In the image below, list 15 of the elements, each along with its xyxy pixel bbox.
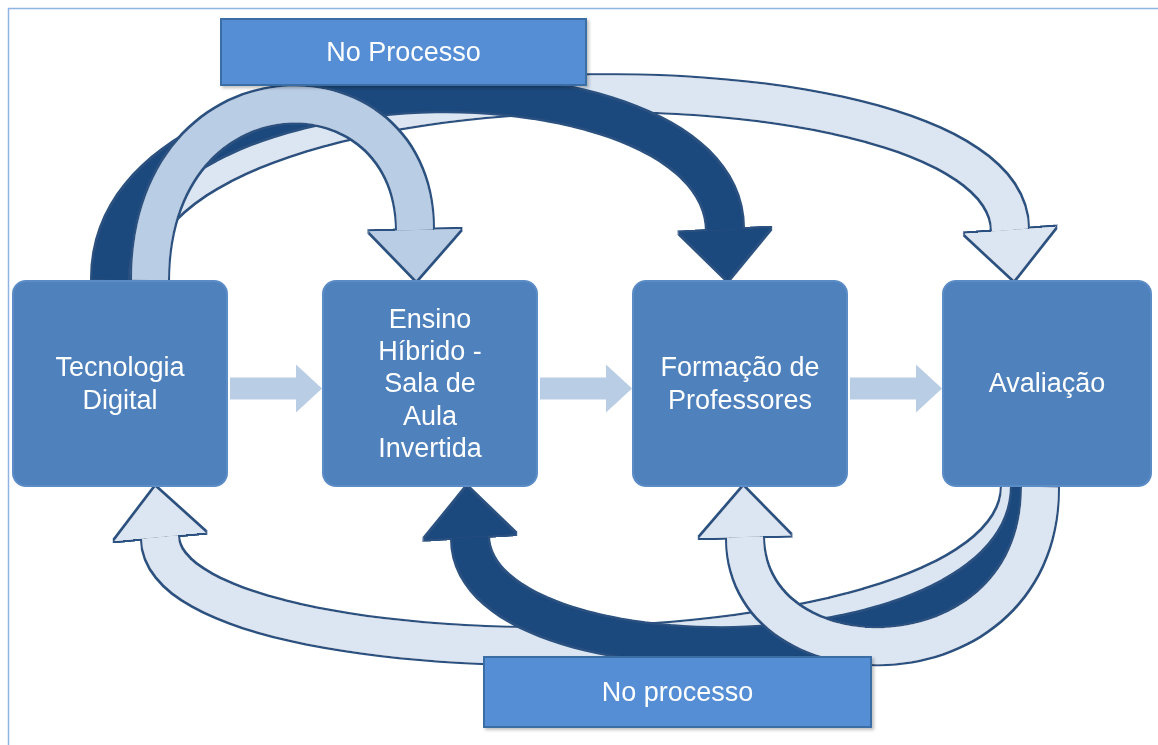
chevron-arrow (540, 364, 632, 413)
node-label: No processo (601, 676, 754, 708)
process-box (632, 280, 848, 487)
process-box (12, 280, 228, 487)
chevron-arrow (850, 364, 942, 413)
chevron-arrow (230, 364, 322, 413)
node-label: Formação de Professores (659, 351, 821, 416)
node-label: Tecnologia Digital (54, 351, 186, 416)
node-label: Avaliação (988, 367, 1106, 400)
banner-box (220, 18, 587, 86)
process-box (942, 280, 1152, 487)
process-box (322, 280, 538, 487)
node-label: Ensino Híbrido - Sala de Aula Invertida (377, 302, 483, 465)
banner-box (483, 656, 872, 728)
node-label: No Processo (326, 36, 481, 68)
